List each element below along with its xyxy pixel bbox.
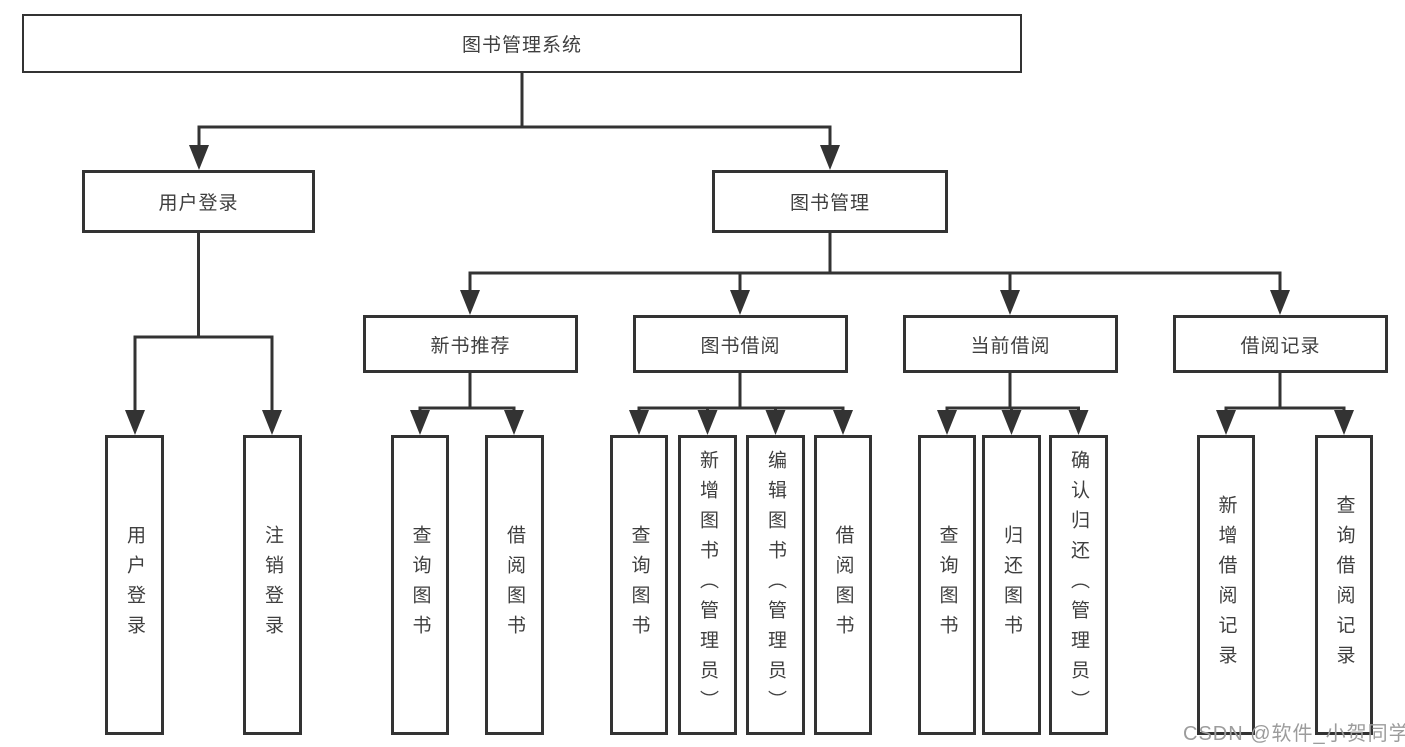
node-label: 借阅图书: [504, 525, 525, 645]
node-user-login: 用户登录: [82, 170, 315, 233]
arrow-down-icon: [504, 410, 524, 435]
arrow-down-icon: [1216, 410, 1236, 435]
arrow-down-icon: [410, 410, 430, 435]
leaf-return-books: 归还图书: [982, 435, 1041, 735]
arrow-down-icon: [697, 410, 718, 435]
node-label: 图书管理: [789, 193, 870, 214]
node-label: 注销登录: [262, 525, 283, 645]
node-label: 当前借阅: [970, 335, 1051, 357]
leaf-confirm-return-admin: 确认归还（管理员）: [1049, 435, 1108, 735]
leaf-query-books-recommend: 查询图书: [391, 435, 449, 735]
node-label: 编辑图书（管理员）: [765, 450, 786, 720]
node-new-book-recommend: 新书推荐: [363, 315, 578, 373]
node-label: 用户登录: [124, 525, 145, 645]
leaf-logout-login: 注销登录: [243, 435, 302, 735]
arrow-down-icon: [125, 410, 145, 435]
leaf-query-books-borrowing: 查询图书: [610, 435, 668, 735]
arrow-down-icon: [820, 145, 840, 170]
node-label: 新增借阅记录: [1215, 495, 1237, 675]
node-current-borrowing: 当前借阅: [903, 315, 1118, 373]
node-book-borrowing: 图书借阅: [633, 315, 848, 373]
node-borrow-records: 借阅记录: [1173, 315, 1388, 373]
node-label: 查询图书: [936, 525, 958, 645]
leaf-add-books-admin: 新增图书（管理员）: [678, 435, 737, 735]
node-library-system: 图书管理系统: [22, 14, 1022, 73]
arrow-down-icon: [1334, 410, 1354, 435]
leaf-edit-books-admin: 编辑图书（管理员）: [746, 435, 805, 735]
arrow-down-icon: [1270, 290, 1290, 315]
arrow-down-icon: [765, 410, 786, 435]
arrow-down-icon: [1068, 410, 1089, 435]
node-label: 图书管理系统: [461, 35, 582, 56]
leaf-borrow-books-borrowing: 借阅图书: [814, 435, 872, 735]
arrow-down-icon: [262, 410, 282, 435]
leaf-user-login: 用户登录: [105, 435, 164, 735]
arrow-down-icon: [730, 290, 750, 315]
node-label: 查询借阅记录: [1333, 495, 1355, 675]
node-label: 查询图书: [628, 525, 650, 645]
arrow-down-icon: [460, 290, 480, 315]
leaf-query-borrow-record: 查询借阅记录: [1315, 435, 1373, 735]
csdn-watermark: CSDN @软件_小贺同学: [1183, 723, 1405, 745]
node-label: 归还图书: [1001, 525, 1022, 645]
leaf-add-borrow-record: 新增借阅记录: [1197, 435, 1255, 735]
arrow-down-icon: [833, 410, 853, 435]
node-label: 借阅图书: [832, 525, 854, 645]
node-label: 查询图书: [409, 525, 431, 645]
leaf-borrow-books-recommend: 借阅图书: [485, 435, 544, 735]
arrow-down-icon: [937, 410, 957, 435]
leaf-query-books-current: 查询图书: [918, 435, 976, 735]
arrow-down-icon: [189, 145, 209, 170]
arrow-down-icon: [629, 410, 649, 435]
node-label: 确认归还（管理员）: [1068, 450, 1089, 720]
node-label: 用户登录: [158, 193, 239, 214]
node-book-management: 图书管理: [712, 170, 948, 233]
arrow-down-icon: [1001, 410, 1022, 435]
node-label: 新书推荐: [430, 335, 511, 357]
node-label: 借阅记录: [1240, 335, 1321, 357]
node-label: 图书借阅: [700, 335, 781, 357]
arrow-down-icon: [1000, 290, 1020, 315]
node-label: 新增图书（管理员）: [697, 450, 718, 720]
